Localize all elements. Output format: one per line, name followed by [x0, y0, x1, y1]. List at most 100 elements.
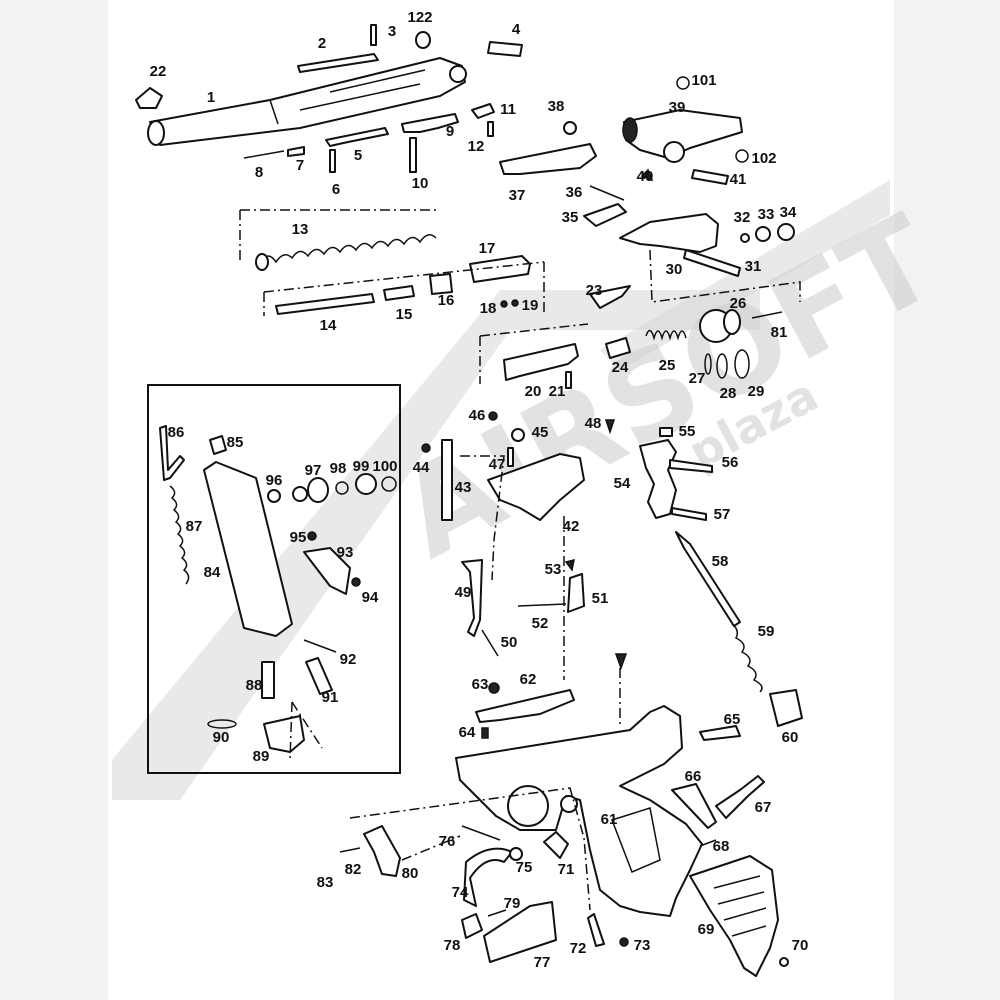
part-94 — [351, 577, 361, 587]
callout-10: 10 — [412, 175, 429, 192]
callout-69: 69 — [698, 921, 715, 938]
callout-68: 68 — [713, 838, 730, 855]
callout-48: 48 — [585, 415, 602, 432]
part-8 — [243, 150, 285, 159]
callout-91: 91 — [322, 689, 339, 706]
callout-60: 60 — [782, 729, 799, 746]
part-73 — [619, 937, 629, 947]
callout-30: 30 — [666, 261, 683, 278]
part-44 — [421, 443, 431, 453]
callout-77: 77 — [534, 954, 551, 971]
callout-96: 96 — [266, 472, 283, 489]
callout-81: 81 — [771, 324, 788, 341]
callout-75: 75 — [516, 859, 533, 876]
callout-52: 52 — [532, 615, 549, 632]
callout-76: 76 — [439, 833, 456, 850]
callout-82: 82 — [345, 861, 362, 878]
part-27 — [704, 353, 712, 375]
callout-50: 50 — [501, 634, 518, 651]
callout-88: 88 — [246, 677, 263, 694]
part-76 — [461, 825, 501, 841]
callout-100: 100 — [372, 458, 397, 475]
part-88 — [261, 661, 275, 699]
part-67 — [715, 775, 765, 819]
callout-98: 98 — [330, 460, 347, 477]
part-4 — [487, 41, 523, 57]
callout-58: 58 — [712, 553, 729, 570]
callout-102: 102 — [751, 150, 776, 167]
callout-17: 17 — [479, 240, 496, 257]
callout-47: 47 — [489, 456, 506, 473]
callout-57: 57 — [714, 506, 731, 523]
part-43 — [441, 439, 453, 521]
part-60 — [769, 689, 803, 727]
part-31 — [683, 249, 741, 277]
part-2 — [297, 53, 379, 73]
part-37 — [499, 143, 597, 175]
part-101 — [676, 76, 690, 90]
leader-lines — [239, 209, 801, 911]
magazine-inset-frame — [147, 384, 401, 774]
part-84 — [203, 461, 293, 637]
part-25 — [645, 329, 687, 341]
callout-29: 29 — [748, 383, 765, 400]
part-15 — [383, 285, 415, 301]
part-29 — [734, 349, 750, 379]
part-59 — [731, 623, 763, 693]
callout-45: 45 — [532, 424, 549, 441]
callout-5: 5 — [354, 147, 362, 164]
callout-85: 85 — [227, 434, 244, 451]
part-16 — [429, 273, 453, 295]
part-64 — [481, 727, 489, 739]
part-28 — [716, 353, 728, 379]
callout-33: 33 — [758, 206, 775, 223]
part-78 — [461, 913, 483, 939]
part-57 — [671, 507, 707, 521]
part-95 — [307, 531, 317, 541]
part-6 — [329, 149, 336, 173]
part-45 — [511, 428, 525, 442]
part-96 — [267, 489, 281, 503]
callout-39: 39 — [669, 99, 686, 116]
callout-37: 37 — [509, 187, 526, 204]
callout-83: 83 — [317, 874, 334, 891]
callout-92: 92 — [340, 651, 357, 668]
callout-53: 53 — [545, 561, 562, 578]
part-10 — [409, 137, 417, 173]
callout-61: 61 — [601, 811, 618, 828]
barrel-receiver — [147, 57, 467, 146]
part-58 — [675, 531, 741, 627]
callout-24: 24 — [612, 359, 629, 376]
part-9 — [401, 113, 459, 133]
callout-78: 78 — [444, 937, 461, 954]
part-34 — [777, 223, 795, 241]
part-54 — [639, 439, 677, 519]
part-42 — [487, 453, 585, 521]
part-22 — [135, 87, 163, 109]
callout-18: 18 — [480, 300, 497, 317]
part-91 — [305, 657, 333, 695]
part-102 — [735, 149, 749, 163]
part-48-lower — [614, 653, 628, 671]
part-55 — [659, 427, 673, 437]
part-39 — [622, 109, 743, 163]
part-74 — [463, 847, 513, 907]
callout-19: 19 — [522, 297, 539, 314]
callout-97: 97 — [305, 462, 322, 479]
part-18 — [500, 300, 508, 308]
callout-80: 80 — [402, 865, 419, 882]
callout-28: 28 — [720, 385, 737, 402]
callout-11: 11 — [500, 101, 516, 118]
part-51 — [567, 573, 585, 613]
part-70 — [779, 957, 789, 967]
callout-70: 70 — [792, 937, 809, 954]
part-68 — [699, 839, 717, 847]
callout-73: 73 — [634, 937, 651, 954]
part-24 — [605, 337, 631, 359]
callout-90: 90 — [213, 729, 230, 746]
callout-59: 59 — [758, 623, 775, 640]
callout-35: 35 — [562, 209, 579, 226]
callout-64: 64 — [459, 724, 476, 741]
part-35 — [583, 203, 627, 227]
